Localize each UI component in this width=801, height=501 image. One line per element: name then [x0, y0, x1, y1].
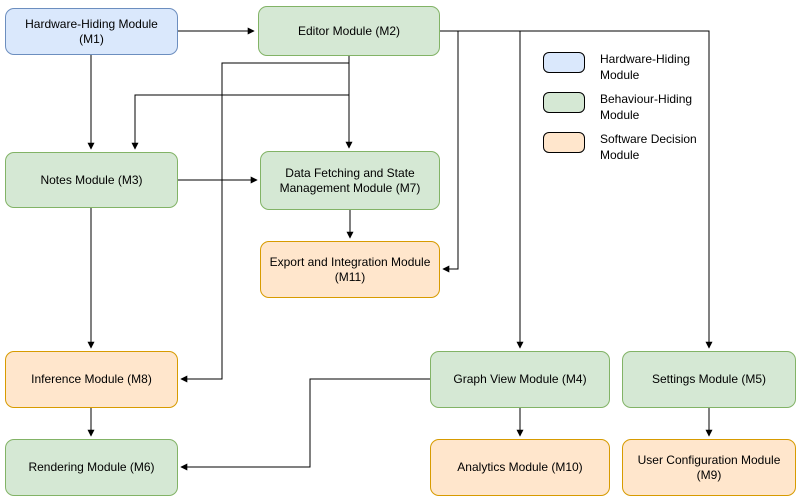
legend-item-hardware-hiding: Hardware-Hiding Module	[543, 52, 705, 92]
node-data-fetching-state-management-module-m7: Data Fetching and State Management Modul…	[260, 151, 440, 210]
legend-swatch-hardware-hiding	[543, 52, 585, 73]
edge-m2-to-m4	[440, 30, 524, 349]
node-analytics-module-m10: Analytics Module (M10)	[430, 439, 610, 496]
legend-swatch-behaviour-hiding	[543, 92, 585, 113]
node-label: Data Fetching and State Management Modul…	[279, 165, 421, 195]
node-label: Settings Module (M5)	[651, 372, 767, 386]
legend-item-software-decision: Software Decision Module	[543, 132, 705, 172]
node-label: Inference Module (M8)	[31, 372, 152, 386]
node-label: Rendering Module (M6)	[28, 460, 155, 474]
node-export-integration-module-m11: Export and Integration Module (M11)	[260, 241, 440, 298]
legend-label: Hardware-Hiding Module	[600, 52, 691, 82]
node-rendering-module-m6: Rendering Module (M6)	[5, 439, 178, 496]
legend-swatch-software-decision	[543, 132, 585, 153]
node-label: Hardware-Hiding Module (M1)	[25, 16, 158, 46]
legend-label: Software Decision Module	[600, 132, 697, 162]
node-inference-module-m8: Inference Module (M8)	[5, 351, 178, 408]
node-label: Analytics Module (M10)	[457, 460, 583, 474]
edge-m2-to-m5	[440, 30, 713, 349]
node-label: User Configuration Module (M9)	[637, 452, 781, 482]
legend: Hardware-Hiding Module Behaviour-Hiding …	[543, 52, 705, 172]
node-user-configuration-module-m9: User Configuration Module (M9)	[622, 439, 796, 496]
node-label: Notes Module (M3)	[40, 172, 143, 187]
edge-m4-to-m6	[180, 378, 430, 471]
node-hardware-hiding-module-m1: Hardware-Hiding Module (M1)	[5, 8, 178, 55]
node-label: Graph View Module (M4)	[453, 372, 587, 386]
legend-item-behaviour-hiding: Behaviour-Hiding Module	[543, 92, 705, 132]
edge-m2-to-m11	[440, 30, 459, 273]
edge-m2-to-m8	[180, 56, 350, 383]
node-graph-view-module-m4: Graph View Module (M4)	[430, 351, 610, 408]
legend-label: Behaviour-Hiding Module	[600, 92, 693, 122]
node-label: Export and Integration Module (M11)	[269, 254, 431, 284]
node-editor-module-m2: Editor Module (M2)	[258, 6, 440, 56]
node-notes-module-m3: Notes Module (M3)	[5, 152, 178, 208]
node-settings-module-m5: Settings Module (M5)	[622, 351, 796, 408]
edge-m2-to-m3	[131, 56, 350, 150]
node-label: Editor Module (M2)	[297, 23, 401, 38]
